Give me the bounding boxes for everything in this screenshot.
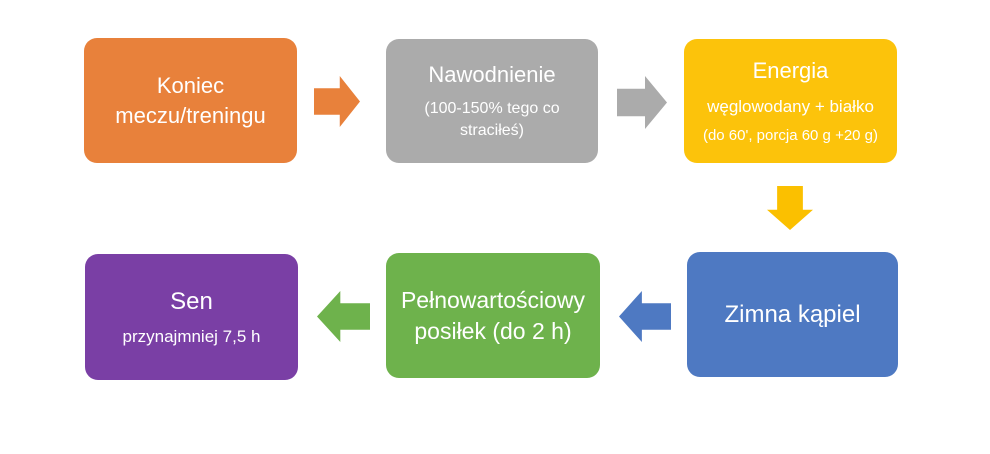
step-subtitle: (100-150% tego co straciłeś) (424, 100, 560, 139)
step-title: Energia (752, 58, 829, 83)
step-box-pelnowartosciowy-posilek: Pełnowartościowy posiłek (do 2 h) (386, 253, 600, 378)
flow-arrow-left-posilek-to-sen (317, 291, 370, 342)
step-box-nawodnienie: Nawodnienie (100-150% tego co straciłeś) (386, 39, 598, 163)
step-title: Koniec meczu/treningu (115, 72, 266, 128)
step-detail: (do 60', porcja 60 g +20 g) (702, 127, 879, 144)
step-title: Sen (170, 287, 213, 315)
step-box-koniec-meczu: Koniec meczu/treningu (84, 38, 297, 163)
flow-arrow-down-energia-to-zimna-kapiel (767, 186, 813, 230)
step-subtitle: węglowodany + białko (707, 97, 874, 116)
flow-arrow-right-koniec-to-nawodnienie (314, 76, 360, 127)
step-title: Pełnowartościowy posiłek (do 2 h) (400, 286, 586, 344)
step-title: Zimna kąpiel (724, 300, 861, 328)
step-title: Nawodnienie (428, 62, 556, 87)
step-box-zimna-kapiel: Zimna kąpiel (687, 252, 898, 377)
flow-arrow-left-zimna-kapiel-to-posilek (619, 291, 671, 342)
flow-arrow-right-nawodnienie-to-energia (617, 76, 667, 129)
step-box-energia: Energia węglowodany + białko (do 60', po… (684, 39, 897, 163)
step-subtitle: przynajmniej 7,5 h (122, 326, 261, 346)
step-box-sen: Sen przynajmniej 7,5 h (85, 254, 298, 380)
